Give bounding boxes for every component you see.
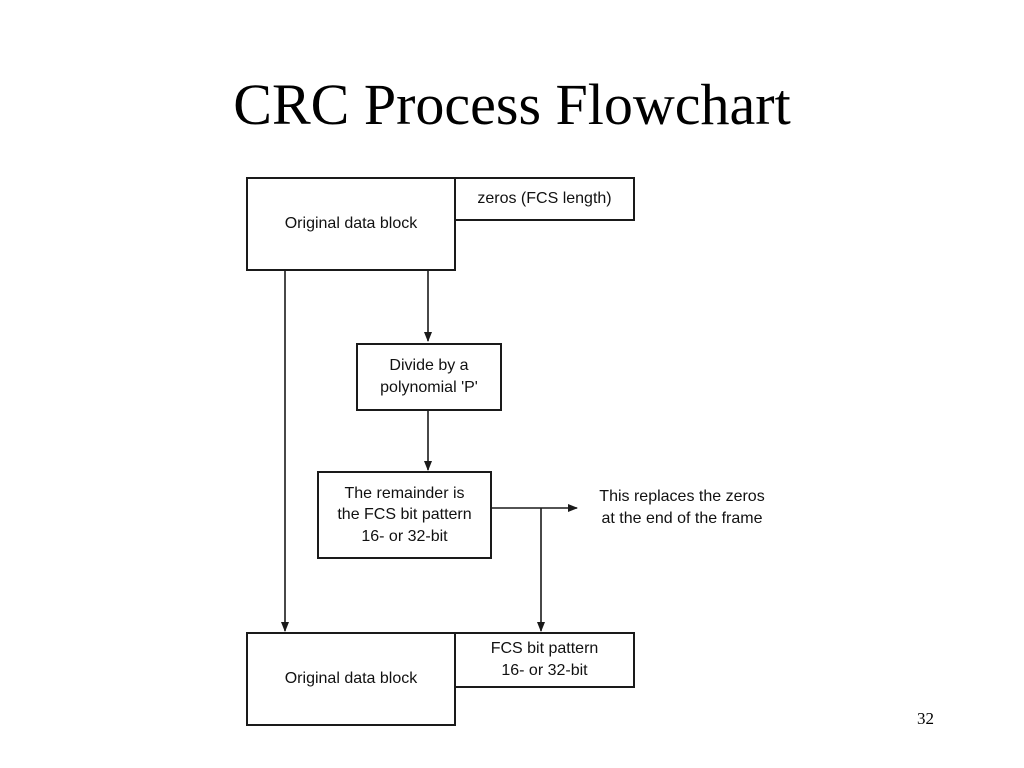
divide-step-label: Divide by a polynomial 'P' <box>380 357 478 396</box>
replace-note: This replaces the zeros at the end of th… <box>599 488 765 527</box>
zeros-field-box: zeros (FCS length) <box>454 177 635 221</box>
remainder-step-label: The remainder is the FCS bit pattern 16-… <box>337 484 472 545</box>
remainder-step-box: The remainder is the FCS bit pattern 16-… <box>317 471 492 559</box>
bottom-data-block: Original data block <box>246 632 456 726</box>
bottom-data-block-label: Original data block <box>284 670 418 688</box>
top-data-block: Original data block <box>246 177 456 271</box>
top-data-block-label: Original data block <box>284 215 418 233</box>
zeros-field-label: zeros (FCS length) <box>477 190 612 208</box>
slide-title: CRC Process Flowchart <box>233 72 791 137</box>
page-number: 32 <box>917 709 934 728</box>
divide-step-box: Divide by a polynomial 'P' <box>356 343 502 411</box>
fcs-field-box: FCS bit pattern 16- or 32-bit <box>454 632 635 688</box>
fcs-field-label: FCS bit pattern 16- or 32-bit <box>490 640 599 679</box>
